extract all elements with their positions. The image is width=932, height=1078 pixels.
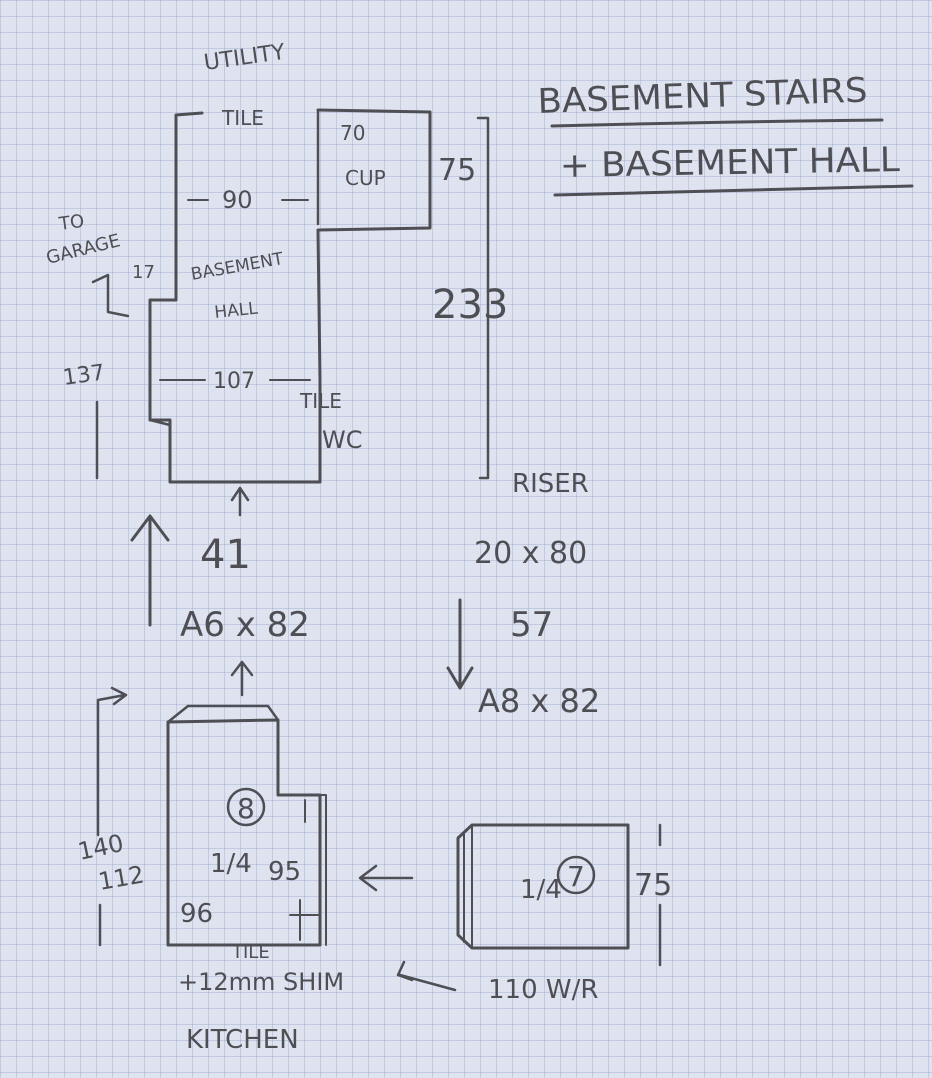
cupboard-depth-label: 75 [438,153,476,188]
room-7-side-75: 75 [634,868,672,903]
room-8-bottom-96: 96 [180,899,213,929]
stairs-notes: A6 x 82 20 x 80 57 A8 x 82 [130,514,600,720]
hall-label-2: HALL [213,298,259,322]
down-arrow [446,598,474,690]
up-size-label: A6 x 82 [180,605,310,645]
title-underline-1 [550,118,884,128]
room-8-fraction: 1/4 [210,849,252,879]
up-arrow-41 [230,486,250,517]
title-underline-2 [553,184,914,197]
overall-length-label: 233 [432,282,508,328]
room-8-marks [289,799,319,941]
riser-label: RISER [512,469,589,499]
room-7-width-110: 110 W/R [488,975,598,1005]
hall-plan: UTILITY TILE 70 CUP 75 90 TO GARAGE 17 B… [44,40,589,578]
garage-label-1: TO [57,211,86,235]
room-7-sketch: 7 1/4 75 110 W/R [456,823,672,1005]
garage-arrow [91,273,130,318]
room-7-fraction: 1/4 [520,875,562,905]
utility-label: UTILITY [202,40,287,76]
gap-41-label: 41 [200,532,251,578]
arrow-to-kitchen-note [396,960,457,992]
cupboard-label: CUP [345,166,386,190]
hall-width-top-label: 90 [222,186,253,214]
room-8-number: 8 [237,792,255,825]
dimension-233-line [476,116,490,480]
room-8-edge [319,794,327,946]
room-8-circle [226,787,266,827]
up-arrow [130,514,170,627]
room-8-top [166,704,280,724]
hall-width-bottom-label: 107 [213,369,255,394]
side-137-label: 137 [61,360,106,391]
hall-step-2 [148,418,172,427]
cupboard-width-label: 70 [340,121,365,145]
room-8-sketch: 8 140 112 1/4 95 96 TILE +12mm SHIM KITC… [75,686,344,1055]
garage-label-2: GARAGE [44,230,122,269]
room-7-circle [556,855,596,895]
title: BASEMENT STAIRS + BASEMENT HALL [537,71,914,197]
room-8-right-95: 95 [268,857,301,887]
up-arrow-small [230,660,254,697]
hall-outline [148,108,432,484]
kitchen-label: KITCHEN [186,1025,299,1055]
room-8-side-140: 140 [75,829,126,866]
tile-bottom-label: TILE [299,389,342,413]
room-7-inner [463,824,473,949]
riser-size-label: 20 x 80 [474,536,587,571]
riser-gap-label: 57 [510,605,553,645]
room-8-tile: TILE [231,942,270,963]
hall-label-1: BASEMENT [189,249,285,285]
title-line-2: + BASEMENT HALL [559,140,900,186]
down-size-label: A8 x 82 [478,682,600,720]
wc-label: WC [322,426,363,454]
left-arrow-to-room-8 [358,864,414,892]
title-line-1: BASEMENT STAIRS [537,71,868,122]
room-8-arrow [96,686,128,837]
step-17-label: 17 [132,262,155,283]
room-8-note: +12mm SHIM [178,968,344,996]
room-8-side-112: 112 [96,860,146,896]
room-7-number: 7 [567,860,585,893]
tile-top-label: TILE [221,106,264,130]
